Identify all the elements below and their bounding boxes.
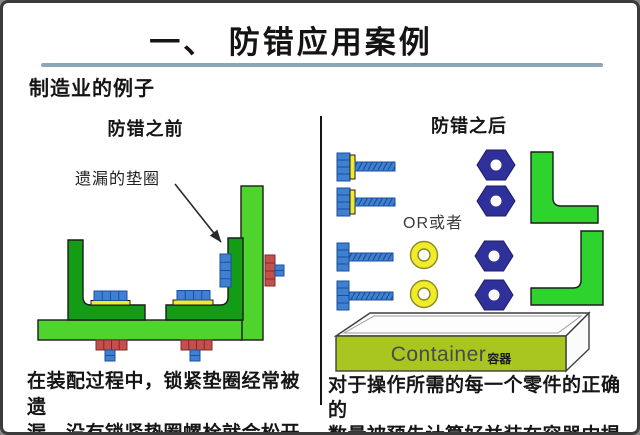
container-label-cn: 容器	[487, 351, 512, 366]
left-caption-line2: 漏，没有锁紧垫圈螺栓就会松开	[27, 423, 301, 435]
left-caption-line1: 在装配过程中，锁紧垫圈经常被遗	[27, 371, 301, 418]
bolt-icon	[336, 242, 394, 272]
missing-washer-label: 遗漏的垫圈	[75, 171, 161, 188]
washer-icon	[409, 279, 439, 309]
left-panel-heading: 防错之前	[107, 119, 184, 139]
container-label: Container 容器	[336, 340, 566, 370]
hex-nut-icon	[476, 185, 516, 217]
left-caption: 在装配过程中，锁紧垫圈经常被遗 漏，没有锁紧垫圈螺栓就会松开	[27, 369, 319, 435]
or-label: OR或者	[403, 215, 464, 232]
side-bolt-icon	[264, 254, 285, 287]
washer-icon	[409, 240, 439, 270]
right-bracket	[165, 237, 244, 321]
base-plate	[37, 185, 264, 341]
page-title: 一、 防错应用案例	[149, 25, 433, 60]
panel-divider	[320, 116, 322, 405]
arrow-icon	[174, 183, 222, 243]
bolt-with-washer-icon	[90, 290, 131, 306]
after-diagram	[333, 149, 604, 373]
base-bolt-icon	[95, 339, 128, 362]
right-caption: 对于操作所需的每一个零件的正确的 数量被预先计算好并装在容器中提供	[328, 373, 636, 432]
right-panel-heading: 防错之后	[431, 116, 507, 136]
right-caption-line2: 数量被预先计算好并装在容器中提供	[328, 423, 636, 432]
left-bracket	[67, 239, 146, 321]
title-underline	[41, 63, 603, 67]
missing-washer-bolt-icon	[219, 253, 232, 288]
base-bolt-icon	[180, 339, 213, 362]
container-label-en: Container	[390, 343, 487, 366]
bolt-with-washer-icon	[336, 152, 396, 182]
hex-nut-icon	[476, 149, 516, 181]
before-diagram	[37, 183, 285, 362]
right-caption-line1: 对于操作所需的每一个零件的正确的	[328, 375, 621, 421]
container-box	[333, 311, 591, 373]
l-bracket-icon	[530, 151, 599, 224]
bolt-with-washer-icon	[172, 290, 214, 306]
bolt-icon	[336, 280, 394, 311]
hex-nut-icon	[474, 240, 514, 272]
subtitle: 制造业的例子	[29, 78, 155, 100]
hex-nut-icon	[474, 279, 514, 311]
bolt-with-washer-icon	[336, 187, 396, 217]
l-bracket-icon	[530, 230, 604, 306]
